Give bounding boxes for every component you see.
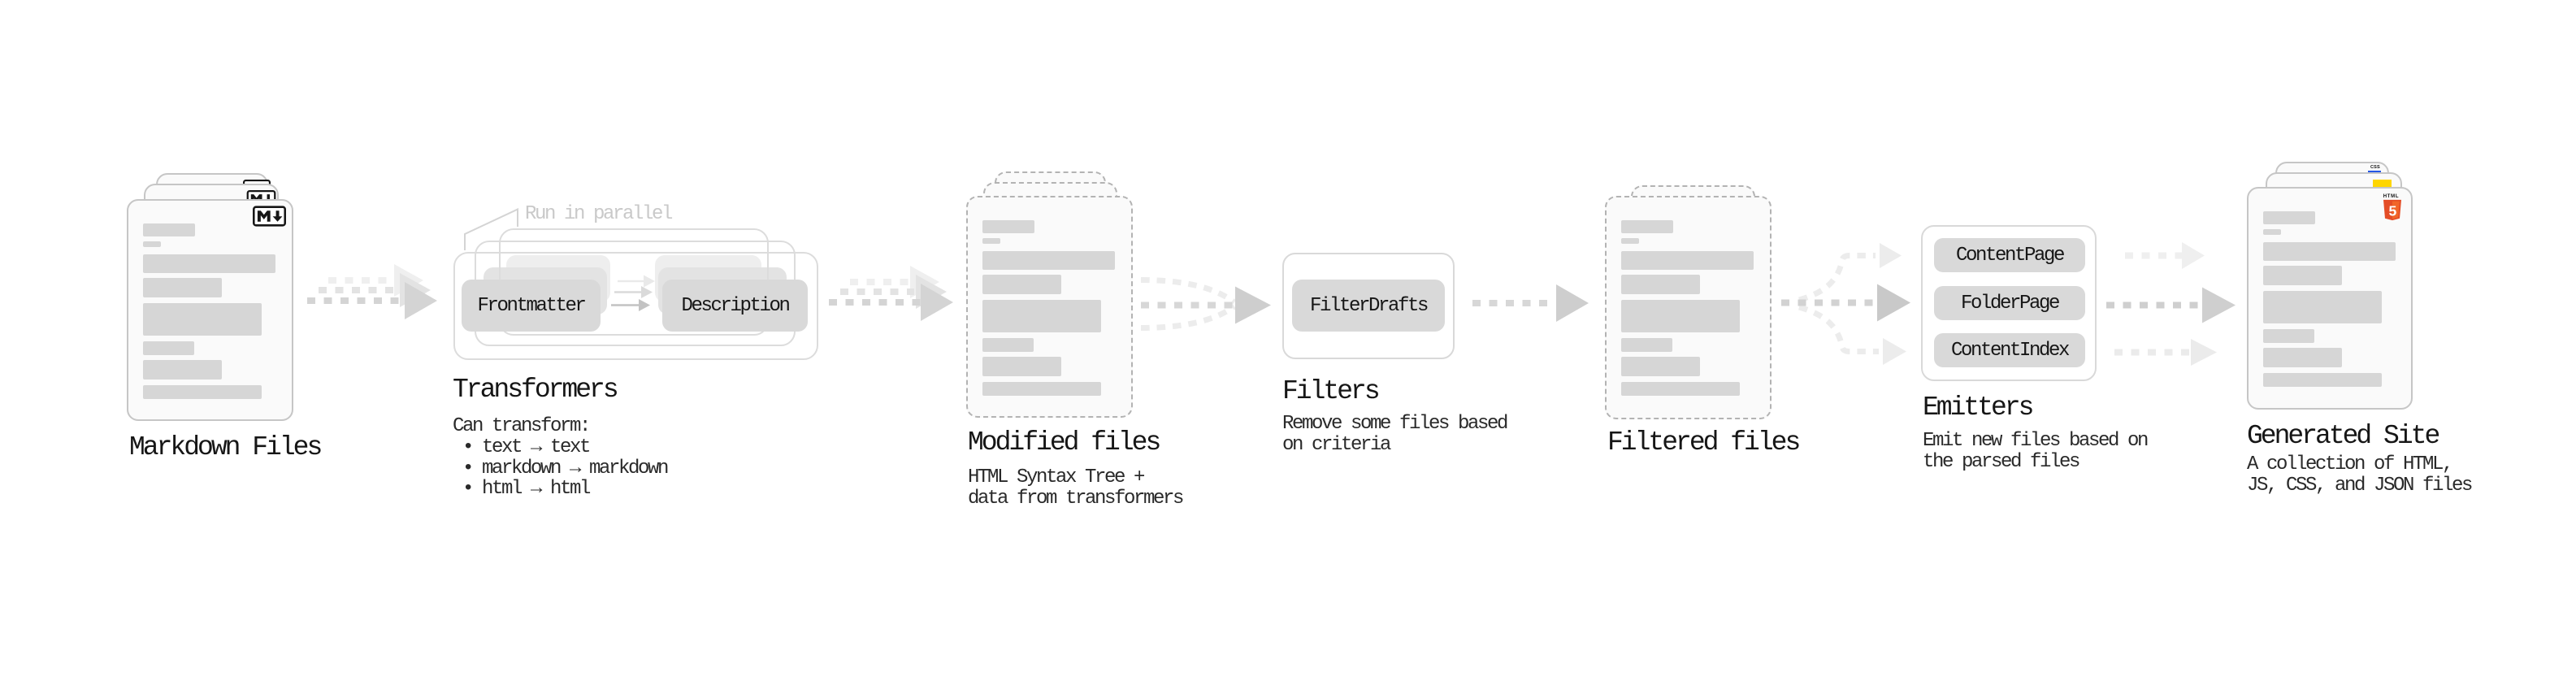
svg-text:5: 5 bbox=[2389, 202, 2397, 219]
